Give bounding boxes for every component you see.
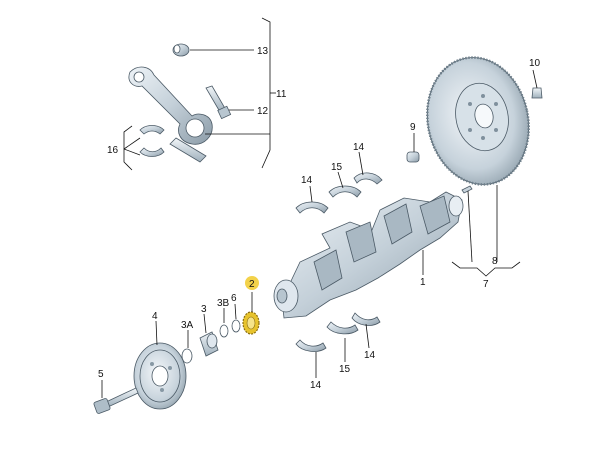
callout-14c: 14 bbox=[310, 380, 322, 391]
crankshaft-sprocket bbox=[242, 311, 260, 335]
callout-3b: 3B bbox=[217, 298, 230, 309]
callout-14a: 14 bbox=[301, 175, 313, 186]
callout-9: 9 bbox=[410, 122, 416, 133]
callout-11: 11 bbox=[276, 89, 287, 100]
connecting-rod-bolt bbox=[205, 85, 232, 120]
damper-bolt bbox=[93, 387, 139, 414]
conrod-bearing-shells bbox=[139, 125, 165, 157]
callout-13: 13 bbox=[257, 46, 269, 57]
main-bearing-shell-lower bbox=[295, 312, 381, 352]
connecting-rod bbox=[128, 66, 213, 163]
callout-7: 7 bbox=[483, 279, 489, 290]
callout-4: 4 bbox=[152, 311, 158, 322]
flywheel bbox=[426, 56, 530, 186]
flywheel-bolt bbox=[531, 87, 543, 99]
callout-3: 3 bbox=[201, 304, 207, 315]
spacer-sleeve bbox=[199, 331, 219, 357]
callout-12: 12 bbox=[257, 106, 269, 117]
dowel-sleeve bbox=[406, 151, 420, 163]
callout-8: 8 bbox=[492, 256, 498, 267]
callout-14d: 14 bbox=[364, 350, 376, 361]
callout-1: 1 bbox=[420, 277, 426, 288]
oil-seal-washer bbox=[231, 319, 241, 333]
crankshaft bbox=[273, 191, 464, 319]
callout-16: 16 bbox=[107, 145, 119, 156]
spacer-ring bbox=[219, 324, 229, 338]
callout-15b: 15 bbox=[339, 364, 351, 375]
o-ring bbox=[181, 348, 193, 364]
vibration-damper bbox=[133, 342, 187, 410]
main-bearing-shell-upper bbox=[295, 172, 383, 214]
connecting-rod-bush bbox=[172, 43, 190, 57]
callout-2: 2 bbox=[249, 279, 255, 290]
callout-3a: 3A bbox=[181, 320, 194, 331]
locating-pin bbox=[461, 185, 473, 194]
callout-highlight bbox=[245, 276, 259, 290]
callout-15a: 15 bbox=[331, 162, 343, 173]
callout-10: 10 bbox=[529, 58, 541, 69]
callout-14b: 14 bbox=[353, 142, 365, 153]
callout-5: 5 bbox=[98, 369, 104, 380]
callout-6: 6 bbox=[231, 293, 237, 304]
